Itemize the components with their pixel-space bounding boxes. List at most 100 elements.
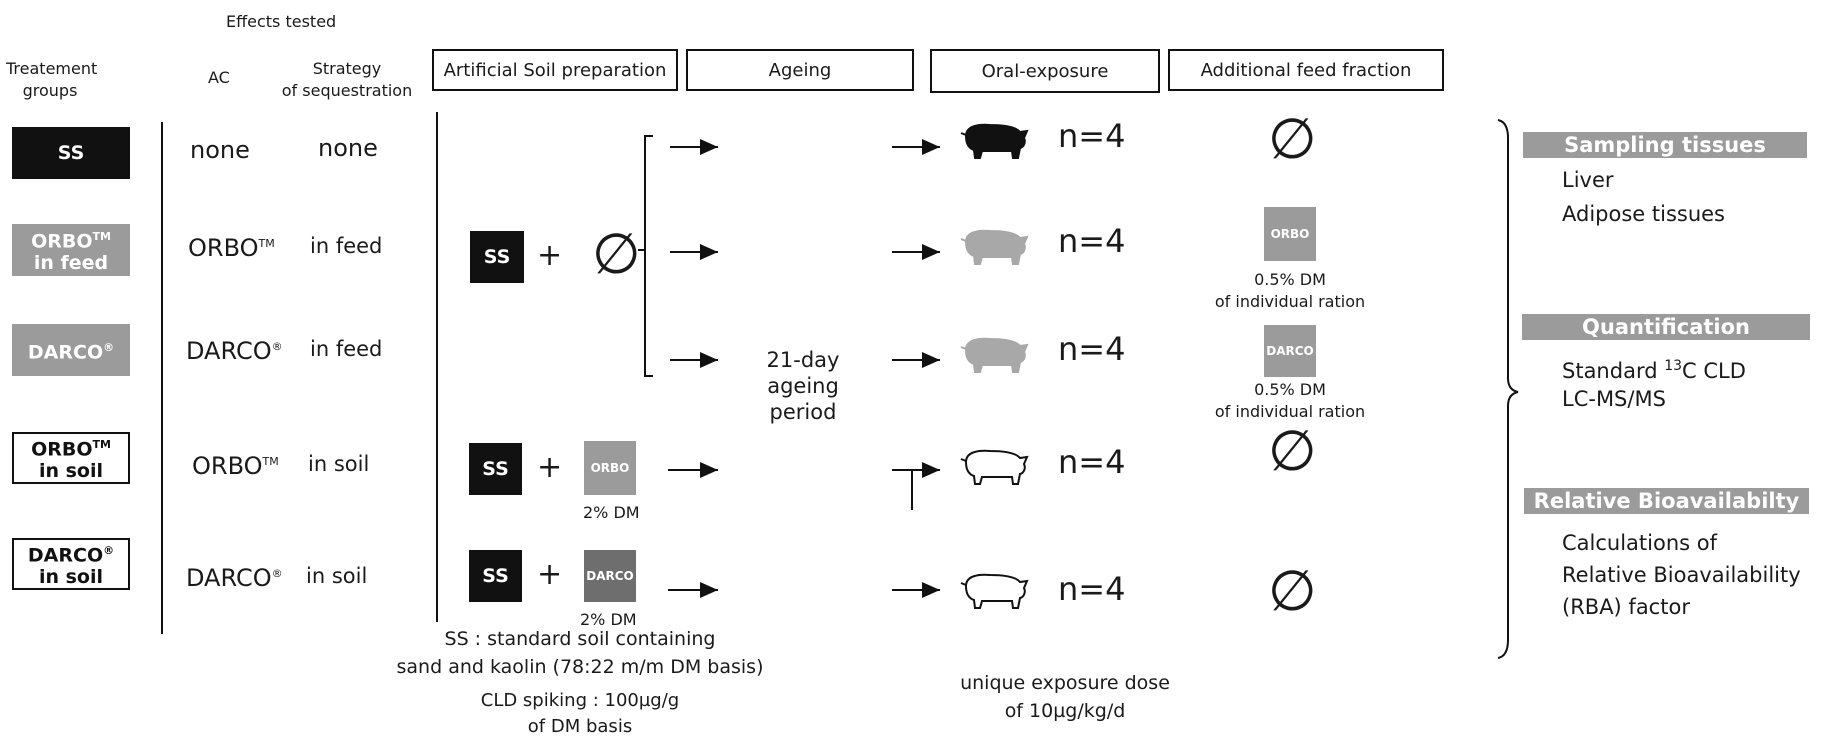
group-orbo-feed-line1-text: ORBO: [31, 230, 93, 253]
soil-ss-square-3: SS: [469, 550, 522, 602]
group-ss-badge: SS: [12, 127, 130, 179]
stage-additional-feed-label: Additional feed fraction: [1200, 59, 1412, 81]
group-darco-soil-line2: in soil: [38, 566, 104, 589]
group-darco-soil-sup: ®: [103, 543, 115, 557]
stage-oral-exposure-label: Oral-exposure: [981, 60, 1109, 82]
group-darco-soil-badge: DARCO® in soil: [12, 538, 130, 590]
n-label-3: n=4: [1058, 330, 1126, 368]
ac-row-3-text: DARCO: [186, 337, 272, 365]
arrow-row-4: [668, 462, 940, 510]
sampling-panel-title: Sampling tissues: [1523, 132, 1807, 158]
strategy-row-4: in soil: [308, 452, 370, 476]
group-orbo-soil-badge: ORBOTM in soil: [12, 432, 130, 484]
quantification-item-1-sup: 13: [1664, 358, 1683, 374]
ac-row-2: ORBOTM: [188, 234, 275, 262]
pig-icon-gray-1: [960, 229, 1029, 265]
ac-row-5-sup: ®: [271, 567, 283, 580]
rba-item-3: (RBA) factor: [1562, 595, 1690, 619]
sampling-item-2: Adipose tissues: [1562, 202, 1725, 226]
soil-plus-1: +: [537, 238, 563, 273]
group-darco-feed-line1-text: DARCO: [27, 341, 104, 364]
soil-orbo-dm: 2% DM: [583, 503, 640, 522]
ac-row-4-sup: TM: [262, 455, 279, 468]
feed-orbo-square: ORBO: [1264, 207, 1316, 261]
group-orbo-feed-line2: in feed: [33, 252, 109, 275]
group-darco-feed-sup: ®: [103, 340, 115, 354]
group-orbo-soil-line1: ORBOTM: [31, 434, 111, 460]
strategy-row-3: in feed: [310, 337, 383, 361]
group-orbo-soil-line2: in soil: [38, 460, 104, 483]
ac-column-label: AC: [208, 68, 230, 87]
dose-line2: of 10µg/kg/d: [1004, 700, 1126, 722]
ageing-line2: ageing: [767, 374, 839, 398]
feed-empty-1: ∅: [1268, 107, 1317, 172]
strategy-row-5: in soil: [306, 564, 368, 588]
sampling-item-1: Liver: [1562, 168, 1614, 192]
dose-line1: unique exposure dose: [960, 672, 1170, 694]
n-label-1: n=4: [1058, 117, 1126, 155]
ac-row-1: none: [190, 136, 250, 164]
pig-icon-black: [960, 123, 1029, 159]
stage-soil-preparation-label: Artificial Soil preparation: [443, 59, 667, 81]
feed-empty-2: ∅: [1268, 419, 1317, 484]
quantification-panel-title: Quantification: [1522, 314, 1810, 340]
soil-ss-square: SS: [470, 231, 524, 283]
n-label-2: n=4: [1058, 222, 1126, 260]
group-orbo-soil-line1-text: ORBO: [31, 438, 93, 461]
ageing-line1: 21-day: [766, 348, 840, 372]
soil-plus-3: +: [537, 557, 563, 592]
spike-line2: of DM basis: [527, 716, 633, 737]
ageing-line3: period: [769, 400, 837, 424]
group-orbo-soil-sup: TM: [92, 437, 111, 451]
n-label-5: n=4: [1058, 570, 1126, 608]
ac-row-4-text: ORBO: [192, 452, 263, 480]
quantification-item-2: LC-MS/MS: [1562, 387, 1666, 411]
soil-ss-square-2: SS: [469, 443, 522, 495]
soil-plus-2: +: [537, 450, 563, 485]
group-orbo-feed-badge: ORBOTM in feed: [12, 224, 130, 276]
rba-item-1: Calculations of: [1562, 531, 1718, 555]
quantification-item-1: Standard 13C CLD: [1562, 351, 1746, 387]
feed-darco-dm-line1: 0.5% DM: [1254, 380, 1326, 399]
ac-row-3: DARCO®: [186, 337, 283, 365]
group-ss-line1: SS: [57, 142, 85, 164]
feed-orbo-dm-line1: 0.5% DM: [1254, 270, 1326, 289]
brace-right: [1497, 119, 1519, 659]
group-darco-feed-line1: DARCO®: [28, 337, 114, 363]
ac-row-3-sup: ®: [271, 340, 283, 353]
stage-ageing: Ageing: [686, 49, 914, 91]
strategy-column-label: Strategy of sequestration: [281, 59, 413, 100]
group-darco-soil-line1-text: DARCO: [27, 544, 104, 567]
group-darco-feed-badge: DARCO®: [12, 324, 130, 376]
soil-darco-square: DARCO: [584, 550, 636, 602]
rba-item-2: Relative Bioavailability: [1562, 563, 1801, 587]
group-orbo-feed-line1: ORBOTM: [31, 226, 111, 252]
spike-line1: CLD spiking : 100µg/g: [480, 690, 680, 711]
soil-orbo-square: ORBO: [584, 441, 636, 495]
ac-row-5-text: DARCO: [186, 564, 272, 592]
group-orbo-feed-sup: TM: [92, 229, 111, 243]
stage-oral-exposure: Oral-exposure: [930, 49, 1160, 93]
ac-row-2-sup: TM: [258, 237, 275, 250]
feed-empty-3: ∅: [1268, 559, 1317, 624]
rba-panel-title: Relative Bioavailabilty: [1524, 488, 1809, 514]
stage-additional-feed: Additional feed fraction: [1168, 49, 1444, 91]
ac-row-2-text: ORBO: [188, 234, 259, 262]
soil-empty-symbol: ∅: [592, 222, 641, 287]
stage-soil-preparation: Artificial Soil preparation: [432, 49, 678, 91]
feed-darco-square: DARCO: [1264, 325, 1316, 377]
ac-row-5: DARCO®: [186, 564, 283, 592]
pig-icon-white-2: [960, 573, 1029, 609]
strategy-row-2: in feed: [310, 234, 383, 258]
stage-ageing-label: Ageing: [768, 59, 832, 81]
soil-darco-dm: 2% DM: [580, 610, 637, 629]
ac-row-4: ORBOTM: [192, 452, 279, 480]
effects-tested-label: Effects tested: [226, 12, 337, 31]
strategy-row-1: none: [318, 134, 378, 162]
soil-note-line2: sand and kaolin (78:22 m/m DM basis): [396, 656, 764, 678]
pig-icon-gray-2: [960, 337, 1029, 373]
soil-note-line1: SS : standard soil containing: [444, 628, 716, 650]
feed-orbo-dm-line2: of individual ration: [1214, 292, 1366, 311]
pig-icon-white-1: [960, 449, 1029, 485]
